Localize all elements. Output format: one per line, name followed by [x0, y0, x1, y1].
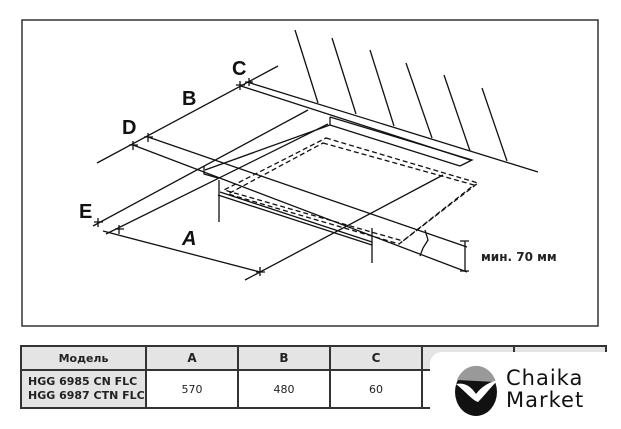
- dimension-a-line: [102, 230, 261, 273]
- diagram-frame: [21, 19, 599, 327]
- cell-c: 60: [329, 369, 423, 409]
- cutout-dashed: [222, 137, 480, 242]
- model-name: HGG 6985 CN FLC: [28, 375, 138, 388]
- model-name: HGG 6987 CTN FLC: [28, 389, 145, 402]
- label-d: D: [122, 117, 137, 139]
- header-b: B: [237, 345, 331, 371]
- logo-line1: Chaika: [506, 366, 584, 390]
- header-a: A: [145, 345, 239, 371]
- label-c: C: [232, 58, 247, 80]
- hob-outline: [203, 116, 474, 263]
- header-c: C: [329, 345, 423, 371]
- wall-hatching: [294, 29, 508, 162]
- min-height-note: мин. 70 мм: [481, 250, 557, 264]
- wall-line: [246, 81, 539, 173]
- cell-b: 480: [237, 369, 331, 409]
- header-model: Модель: [20, 345, 147, 371]
- cell-a: 570: [145, 369, 239, 409]
- min-height-dimension: [460, 240, 469, 272]
- label-a: A: [182, 228, 197, 250]
- label-b: B: [182, 88, 197, 110]
- logo-line2: Market: [506, 388, 585, 412]
- tick-e: [94, 218, 124, 234]
- tick-c: [236, 78, 253, 90]
- seagull-logo-icon: [455, 365, 498, 416]
- label-e: E: [79, 201, 93, 223]
- dimension-b-line: [96, 65, 279, 164]
